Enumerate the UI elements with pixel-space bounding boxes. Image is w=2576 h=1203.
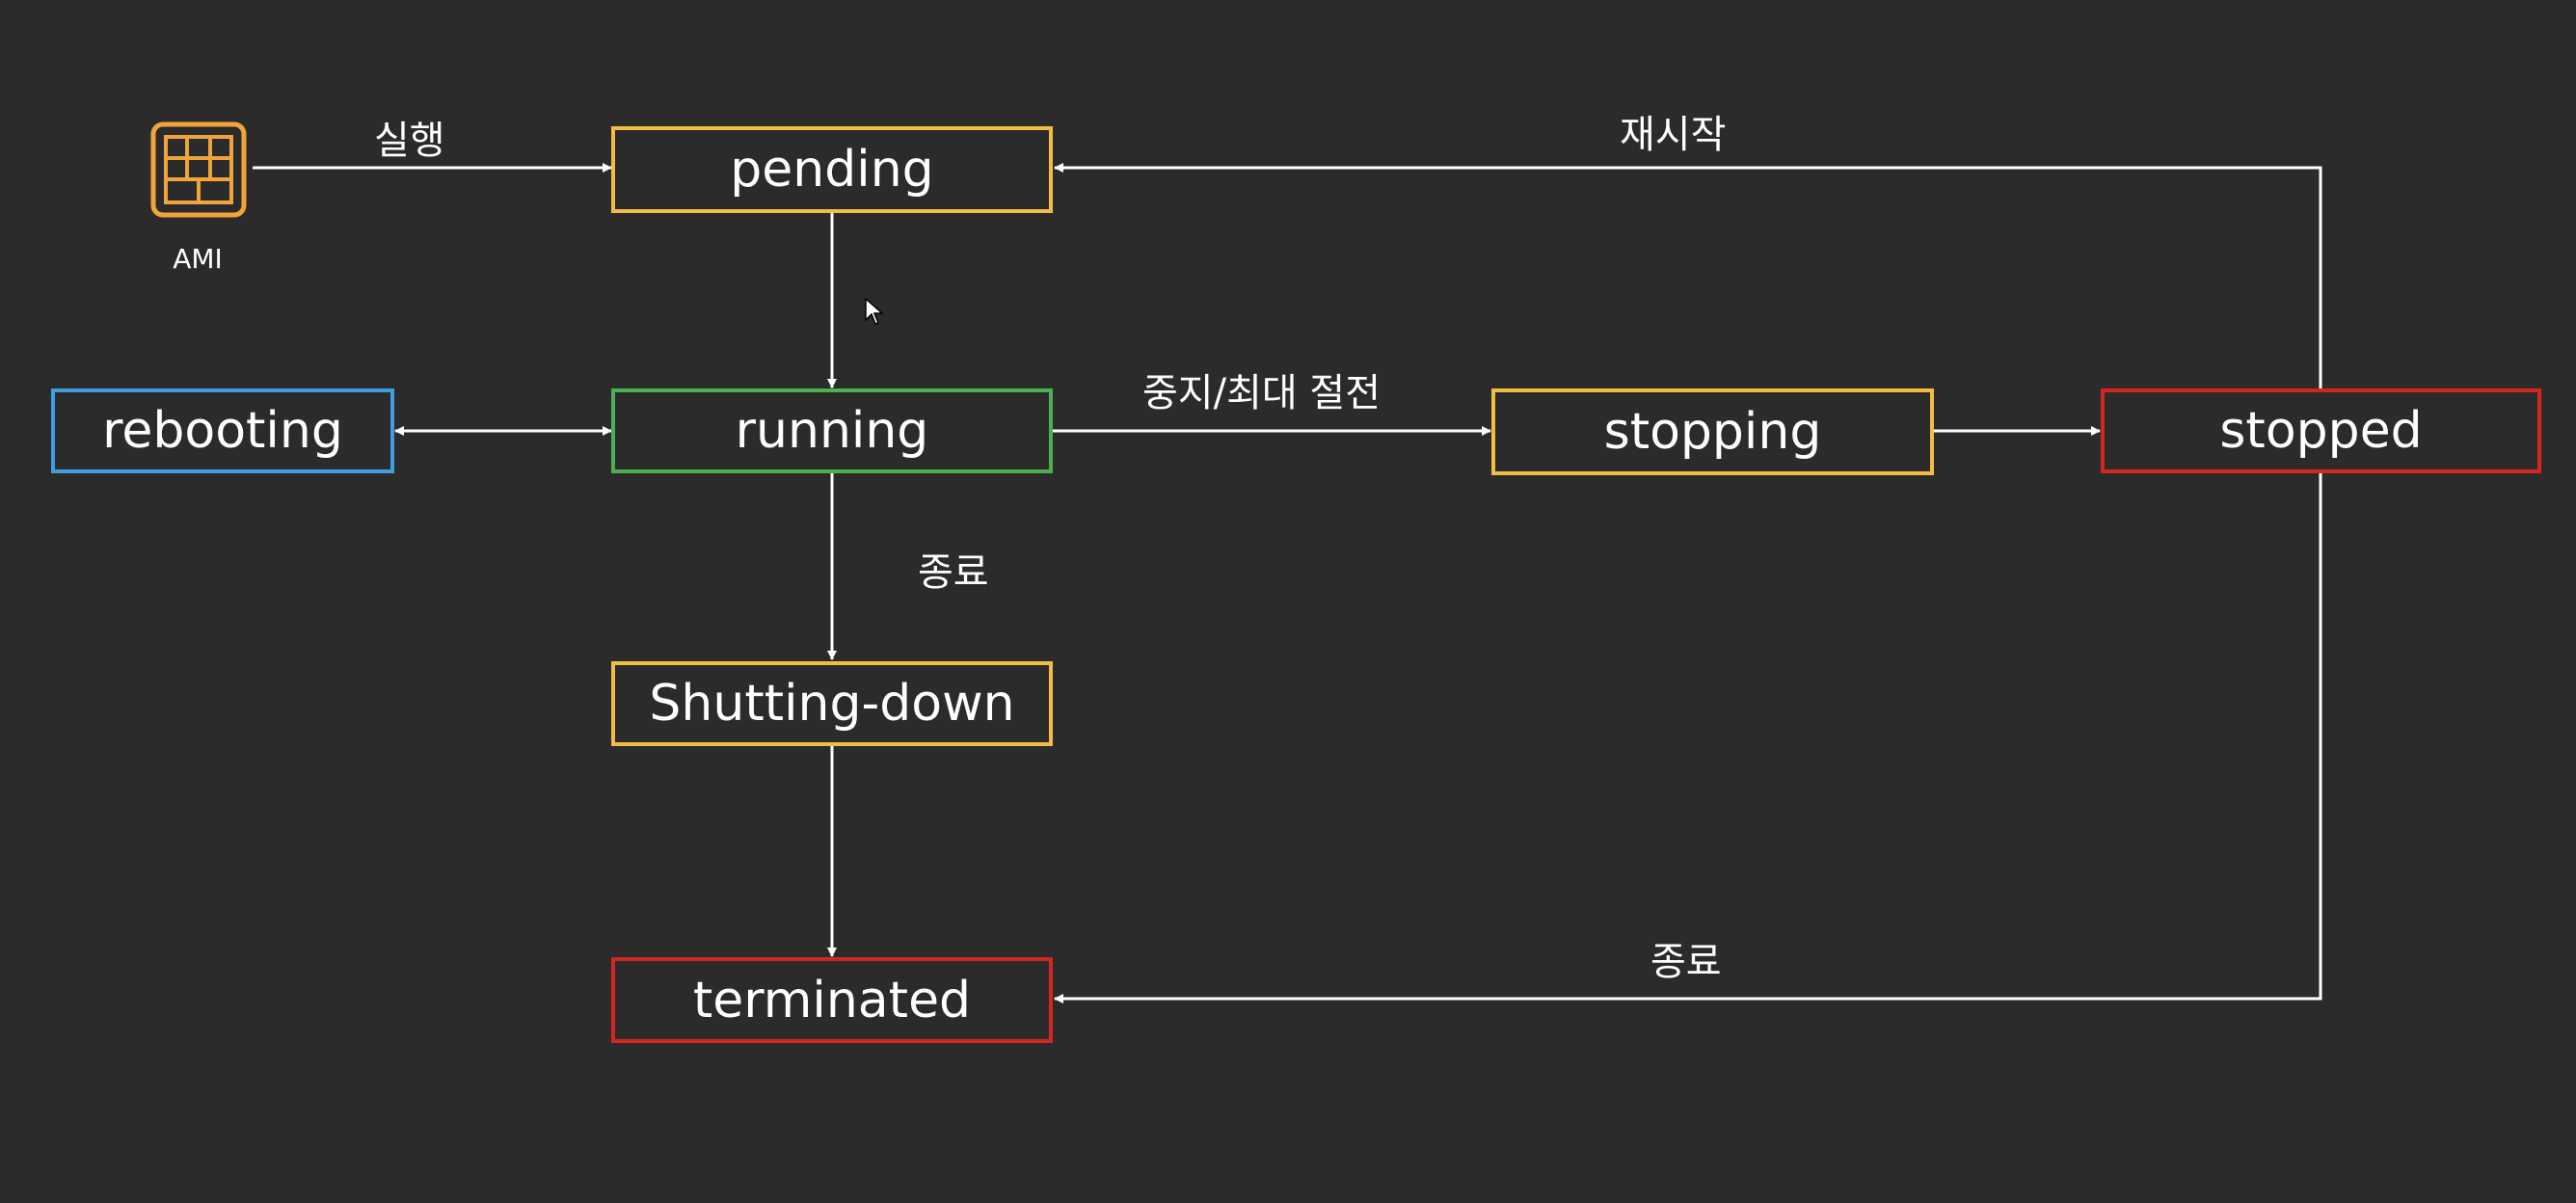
state-pending: pending — [611, 126, 1053, 213]
state-terminated: terminated — [611, 957, 1053, 1043]
state-running: running — [611, 388, 1053, 473]
ami-label: AMI — [173, 243, 223, 275]
state-stopping: stopping — [1491, 388, 1934, 475]
label-stop-hibernate: 중지/최대 절전 — [1142, 371, 1381, 415]
label-restart: 재시작 — [1620, 113, 1727, 157]
state-stopped: stopped — [2101, 388, 2541, 473]
arrow-stopped-to-terminated — [1054, 473, 2322, 1003]
mouse-cursor-icon — [865, 297, 884, 325]
state-rebooting: rebooting — [51, 388, 394, 473]
label-launch: 실행 — [374, 119, 445, 163]
state-shutting-down: Shutting-down — [611, 661, 1053, 746]
label-terminate-running: 종료 — [918, 550, 989, 595]
arrow-stopped-to-pending — [1054, 163, 2322, 389]
label-terminate-stopped: 종료 — [1650, 940, 1722, 984]
ami-icon — [150, 121, 247, 218]
